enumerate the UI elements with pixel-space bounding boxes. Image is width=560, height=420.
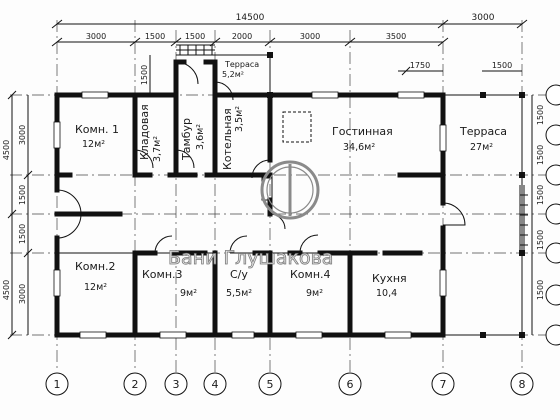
room-komn2-name: Комн.2: [75, 260, 116, 273]
room-su-area: 5,5м²: [226, 288, 252, 299]
dim-left-top-total: 4500: [2, 140, 11, 160]
room-kukhnya-name: Кухня: [372, 272, 407, 285]
left-dimensions: 4500 4500 3000 1500 1500 3000 1500: [2, 55, 151, 340]
dim-seg-4: 2000: [232, 32, 252, 41]
doors: [56, 61, 466, 254]
axis-markers: 1 2 3 4 5 6 7 8: [45, 372, 534, 396]
door-swing: [175, 149, 195, 169]
room-kukhnya-area: 10,4: [376, 288, 397, 299]
dim-terrace: 3000: [472, 13, 495, 23]
axis-label-5: 5: [267, 378, 274, 391]
window: [53, 121, 61, 149]
room-komn1-name: Комн. 1: [75, 123, 119, 136]
door-swing: [229, 235, 248, 254]
dim-right-4: 1500: [536, 230, 545, 250]
axis-marker: [123, 372, 147, 396]
dim-left-seg-1: 3000: [18, 125, 27, 145]
axis-label-2: 2: [132, 378, 139, 391]
room-gostinaya-area: 34,6м²: [343, 142, 375, 153]
room-komn1-area: 12м²: [82, 139, 105, 150]
dim-right-2: 1500: [536, 145, 545, 165]
axis-marker: [510, 372, 534, 396]
room-tambur-area: 3,6м²: [195, 124, 206, 150]
room-komn2-area: 12м²: [84, 282, 107, 293]
window: [159, 331, 187, 339]
door-swing: [134, 149, 154, 169]
room-tambur-name: Тамбур: [180, 118, 193, 161]
window: [397, 91, 425, 99]
axis-grid: [10, 20, 548, 372]
axis-label-3: 3: [173, 378, 180, 391]
door-swing: [269, 213, 286, 230]
axis-label-1: 1: [54, 378, 61, 391]
room-komn3-name: Комн.3: [142, 268, 183, 281]
stove-outline: [282, 111, 312, 143]
room-komn4-area: 9м²: [306, 288, 323, 299]
axis-label-4: 4: [212, 378, 219, 391]
room-kotelnaya-name: Котельная: [221, 108, 234, 170]
window: [53, 269, 61, 297]
door-swing: [56, 213, 82, 239]
window: [439, 269, 447, 297]
room-kladovaya-area: 3,7м²: [152, 136, 163, 162]
dim-left-seg-4: 3000: [18, 284, 27, 304]
door-swing: [442, 202, 466, 226]
room-kladovaya-name: Кладовая: [138, 104, 151, 160]
dim-left-seg-3: 1500: [18, 224, 27, 244]
windows: [53, 91, 447, 339]
dim-seg-1: 3000: [86, 32, 106, 41]
window: [384, 331, 412, 339]
dim-seg-2: 1500: [145, 32, 165, 41]
axis-label-7: 7: [440, 378, 447, 391]
room-terrace-small-area: 5,2м²: [222, 70, 244, 79]
door-swing: [299, 234, 319, 254]
window: [439, 124, 447, 152]
terrace-right: [443, 92, 528, 338]
door-swing: [214, 81, 234, 101]
window: [311, 91, 339, 99]
dim-overall: 14500: [236, 13, 265, 23]
door-swing: [251, 159, 271, 179]
room-terrace-small-name: Терраса: [224, 60, 259, 69]
dim-left-seg-2: 1500: [18, 185, 27, 205]
window: [81, 91, 109, 99]
dim-seg-5: 3000: [300, 32, 320, 41]
axis-label-8: 8: [519, 378, 526, 391]
window: [79, 331, 107, 339]
door-swing: [56, 189, 82, 215]
right-dimensions: 1500 1500 1500 1500 1500: [531, 84, 560, 346]
axis-marker: [45, 372, 69, 396]
room-kotelnaya-area: 3,5м²: [234, 106, 245, 132]
dim-1750: 1750: [410, 61, 430, 70]
window: [295, 331, 323, 339]
room-gostinaya-name: Гостинная: [332, 125, 393, 138]
dim-seg-6: 3500: [386, 32, 406, 41]
room-komn3-area: 9м²: [180, 288, 197, 299]
axis-marker: [164, 372, 188, 396]
window: [231, 331, 255, 339]
dim-right-1: 1500: [536, 105, 545, 125]
room-su-name: С/у: [230, 268, 248, 281]
door-swing: [154, 235, 173, 254]
axis-marker: [338, 372, 362, 396]
axis-marker: [203, 372, 227, 396]
dim-right-5: 1500: [536, 280, 545, 300]
dim-left-bottom-total: 4500: [2, 280, 11, 300]
axis-label-6: 6: [347, 378, 354, 391]
watermark: Бани Глушакова: [168, 160, 334, 269]
dim-right-3: 1500: [536, 185, 545, 205]
top-dimensions: 14500 3000 3000 1500 1500 2000 3000 3500…: [51, 13, 528, 76]
dim-1500-top: 1500: [492, 61, 512, 70]
dim-1500-vertical: 1500: [140, 65, 149, 85]
room-labels: Комн. 1 12м² Кладовая 3,7м² Тамбур 3,6м²…: [75, 60, 507, 299]
room-terrace-big-name: Терраса: [459, 125, 507, 138]
watermark-text: Бани Глушакова: [168, 247, 333, 269]
room-terrace-big-area: 27м²: [470, 142, 493, 153]
room-komn4-name: Комн.4: [290, 268, 331, 281]
door-swing: [175, 61, 199, 85]
axis-marker: [431, 372, 455, 396]
axis-marker: [258, 372, 282, 396]
dim-seg-3: 1500: [185, 32, 205, 41]
